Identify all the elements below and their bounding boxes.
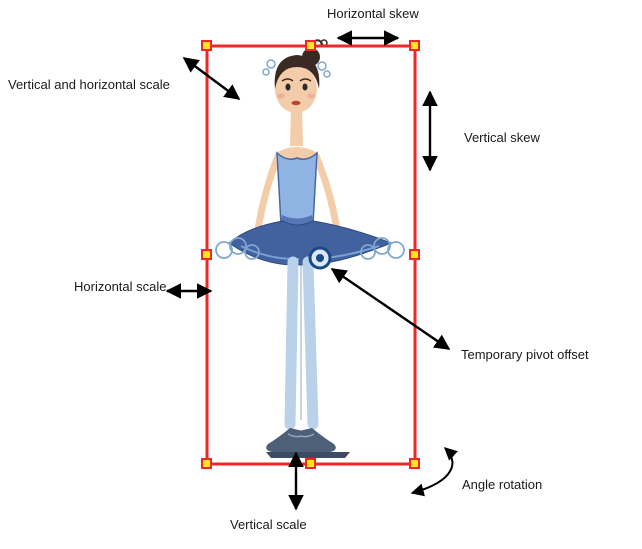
- pivot-point[interactable]: [308, 246, 332, 270]
- tutu-squiggles: [215, 237, 405, 260]
- label-vertical-skew: Vertical skew: [464, 130, 540, 145]
- label-vertical-scale: Vertical scale: [230, 517, 307, 532]
- label-horizontal-skew: Horizontal skew: [327, 6, 419, 21]
- handle-bottom-right[interactable]: [409, 458, 420, 469]
- handle-top-right[interactable]: [409, 40, 420, 51]
- angle-rotation-arrow: [410, 447, 458, 497]
- vertical-horizontal-scale-arrow: [182, 57, 241, 100]
- handle-top-middle[interactable]: [305, 40, 316, 51]
- handle-left-middle[interactable]: [201, 249, 212, 260]
- handle-bottom-left[interactable]: [201, 458, 212, 469]
- hair-curls: [262, 59, 331, 78]
- handle-bottom-middle[interactable]: [305, 458, 316, 469]
- annotation-arrows: [165, 30, 458, 511]
- label-angle-rotation: Angle rotation: [462, 477, 543, 492]
- temporary-pivot-offset-arrow: [330, 268, 451, 350]
- label-temporary-pivot-offset: Temporary pivot offset: [461, 347, 589, 362]
- label-horizontal-scale: Horizontal scale: [74, 279, 167, 294]
- handle-right-middle[interactable]: [409, 249, 420, 260]
- label-vertical-and-horizontal-scale: Vertical and horizontal scale: [8, 77, 170, 92]
- handle-top-left[interactable]: [201, 40, 212, 51]
- ballerina-figure: [215, 39, 405, 458]
